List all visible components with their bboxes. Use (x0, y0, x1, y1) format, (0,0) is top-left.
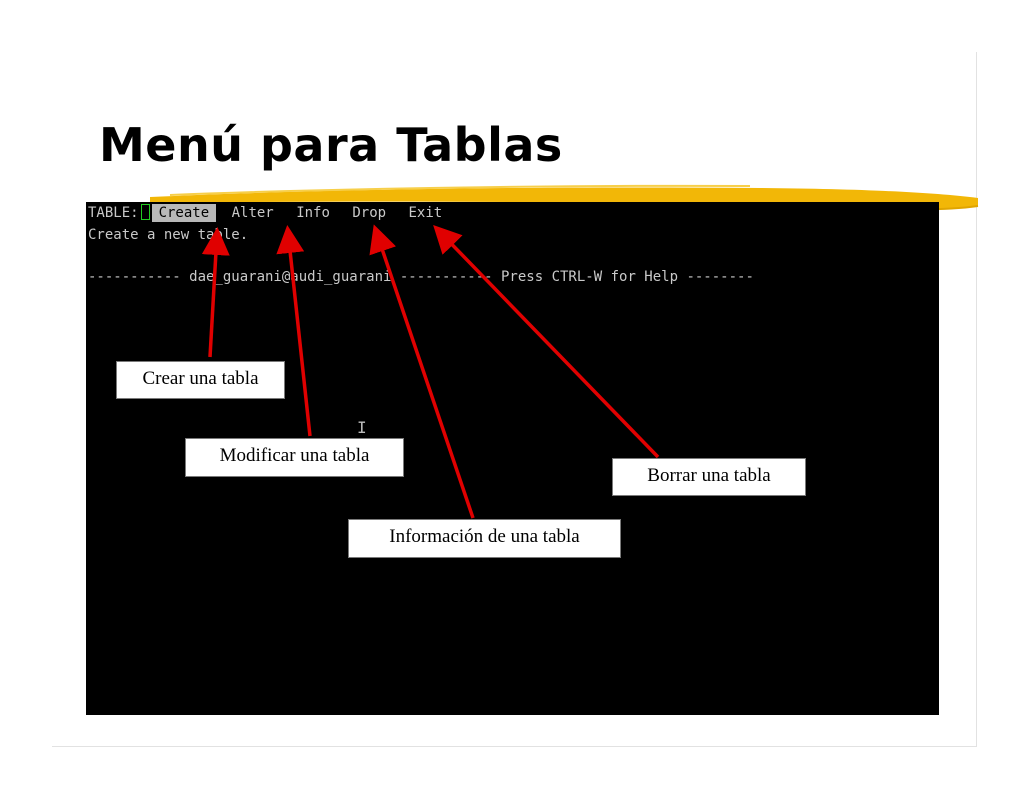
slide-border-bottom (52, 746, 977, 747)
menu-item-drop[interactable]: Drop (352, 205, 387, 221)
callout-drop: Borrar una tabla (612, 458, 806, 496)
menu-item-exit[interactable]: Exit (408, 205, 443, 221)
callout-info: Información de una tabla (348, 519, 621, 558)
menu-description: Create a new table. (88, 227, 249, 243)
menu-prefix: TABLE: (88, 205, 139, 221)
slide-title: Menú para Tablas (99, 118, 563, 172)
callout-alter: Modificar una tabla (185, 438, 404, 477)
menu-item-alter[interactable]: Alter (231, 205, 274, 221)
status-bar: ----------- dae_guarani@audi_guarani ---… (88, 269, 754, 285)
callout-create: Crear una tabla (116, 361, 285, 399)
ibeam-cursor-icon: I (357, 418, 367, 437)
slide-border-right (976, 52, 977, 747)
menu-item-create[interactable]: Create (151, 204, 217, 222)
menu-item-info[interactable]: Info (296, 205, 330, 221)
title-underline (150, 184, 979, 211)
menu-bar: TABLE: Create Alter Info Drop Exit (88, 204, 449, 222)
cursor-icon (140, 204, 150, 220)
